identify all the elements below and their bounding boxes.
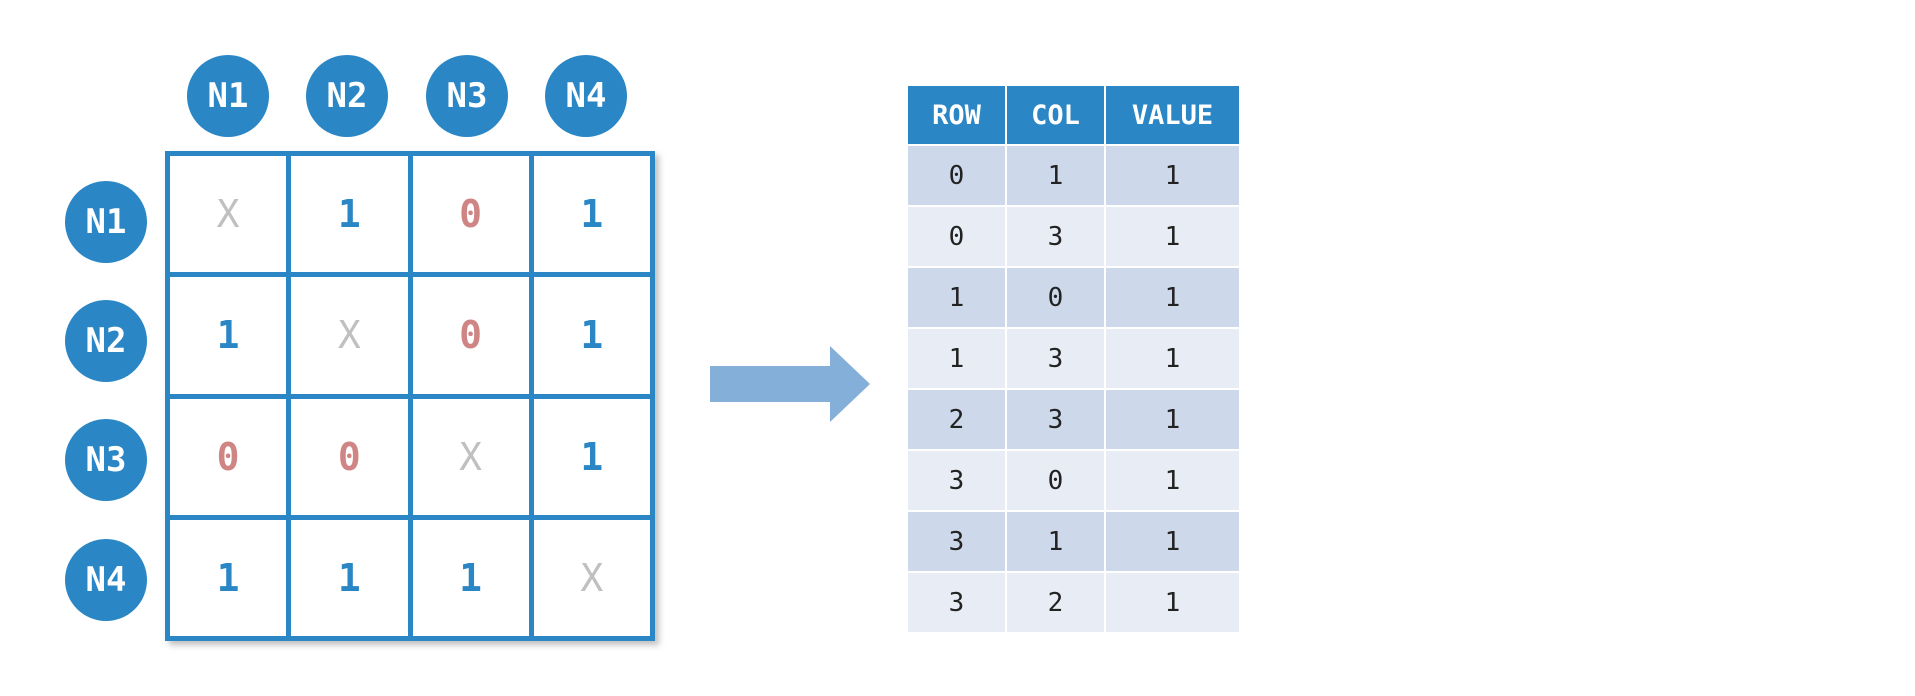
adjacency-matrix: X 1 0 1 1 X 0 1 0 0 X 1 1 1 1 X (165, 151, 655, 641)
table-cell-col: 2 (1007, 573, 1104, 632)
table-row: 3 0 1 (908, 451, 1239, 510)
table-cell-row: 3 (908, 512, 1005, 571)
arrow-shape (710, 346, 870, 422)
matrix-cell-0-2: 0 (412, 156, 529, 273)
table-cell-row: 2 (908, 390, 1005, 449)
table-cell-value: 1 (1106, 512, 1239, 571)
matrix-cell-3-1: 1 (291, 519, 408, 636)
matrix-cell-0-1: 1 (291, 156, 408, 273)
table-cell-row: 1 (908, 329, 1005, 388)
header-row: ROW (908, 86, 1005, 144)
matrix-cell-1-1: X (291, 277, 408, 394)
table-cell-row: 0 (908, 207, 1005, 266)
table-cell-value: 1 (1106, 451, 1239, 510)
row-label-n1: N1 (65, 181, 147, 263)
row-label-n3: N3 (65, 419, 147, 501)
table-cell-col: 1 (1007, 146, 1104, 205)
sparse-table: ROW COL VALUE 0 1 1 0 3 1 1 0 1 1 3 1 2 … (906, 84, 1241, 634)
table-row: 1 3 1 (908, 329, 1239, 388)
table-cell-col: 0 (1007, 451, 1104, 510)
matrix-cell-1-3: 1 (533, 277, 650, 394)
table-cell-col: 0 (1007, 268, 1104, 327)
table-cell-row: 3 (908, 573, 1005, 632)
column-label-n2: N2 (306, 55, 388, 137)
table-cell-value: 1 (1106, 329, 1239, 388)
table-row: 0 3 1 (908, 207, 1239, 266)
table-cell-col: 3 (1007, 207, 1104, 266)
matrix-cell-3-3: X (533, 519, 650, 636)
matrix-cell-2-0: 0 (170, 398, 287, 515)
table-row: 2 3 1 (908, 390, 1239, 449)
table-cell-col: 1 (1007, 512, 1104, 571)
row-label-n4: N4 (65, 539, 147, 621)
row-label-n2: N2 (65, 300, 147, 382)
column-label-n3: N3 (426, 55, 508, 137)
table-cell-value: 1 (1106, 207, 1239, 266)
matrix-cell-2-3: 1 (533, 398, 650, 515)
table-cell-row: 1 (908, 268, 1005, 327)
table-cell-value: 1 (1106, 146, 1239, 205)
matrix-cell-1-0: 1 (170, 277, 287, 394)
arrow-right-icon (710, 346, 870, 422)
matrix-cell-3-2: 1 (412, 519, 529, 636)
header-value: VALUE (1106, 86, 1239, 144)
matrix-cell-2-1: 0 (291, 398, 408, 515)
table-cell-value: 1 (1106, 573, 1239, 632)
matrix-cell-0-0: X (170, 156, 287, 273)
table-row: 0 1 1 (908, 146, 1239, 205)
column-label-n1: N1 (187, 55, 269, 137)
table-cell-value: 1 (1106, 268, 1239, 327)
header-col: COL (1007, 86, 1104, 144)
table-row: 3 1 1 (908, 512, 1239, 571)
table-cell-col: 3 (1007, 390, 1104, 449)
table-cell-row: 3 (908, 451, 1005, 510)
table-cell-row: 0 (908, 146, 1005, 205)
table-cell-value: 1 (1106, 390, 1239, 449)
table-row: 3 2 1 (908, 573, 1239, 632)
column-label-n4: N4 (545, 55, 627, 137)
table-row: 1 0 1 (908, 268, 1239, 327)
table-cell-col: 3 (1007, 329, 1104, 388)
table-header-row: ROW COL VALUE (908, 86, 1239, 144)
matrix-cell-2-2: X (412, 398, 529, 515)
matrix-cell-3-0: 1 (170, 519, 287, 636)
matrix-cell-0-3: 1 (533, 156, 650, 273)
matrix-cell-1-2: 0 (412, 277, 529, 394)
